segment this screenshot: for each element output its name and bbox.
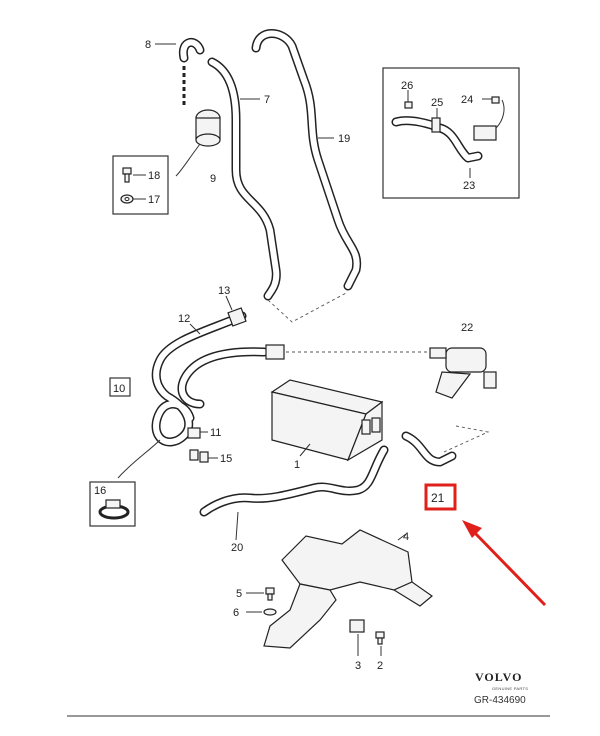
- label-17: 17: [148, 194, 160, 206]
- bolt-5-icon: [265, 587, 275, 601]
- label-8: 8: [145, 39, 151, 51]
- connector-11: [117, 427, 209, 479]
- washer-6-icon: [263, 608, 277, 616]
- bolt-2-icon: [375, 631, 385, 645]
- label-24: 24: [461, 94, 473, 106]
- leader-1: [299, 443, 311, 457]
- clip-25-icon: [431, 117, 441, 133]
- leader-4: [397, 533, 407, 541]
- label-18: 18: [148, 170, 160, 182]
- label-19: 19: [338, 133, 350, 145]
- hose-12: [151, 307, 285, 447]
- label-6: 6: [233, 607, 239, 619]
- bracket-4: [263, 529, 433, 649]
- label-10: 10: [113, 383, 125, 395]
- washer-icon: [120, 194, 134, 204]
- guide-line-21: [443, 425, 490, 453]
- label-25: 25: [431, 97, 443, 109]
- label-13: 13: [218, 285, 230, 297]
- label-1: 1: [294, 459, 300, 471]
- diagram-reference: GR-434690: [474, 695, 526, 706]
- brand-subtitle: GENUINE PARTS: [492, 686, 528, 691]
- brand-logo: VOLVO: [475, 670, 522, 684]
- screw-icon: [122, 167, 132, 183]
- canister-1: [270, 379, 384, 462]
- hose-21: [401, 431, 457, 467]
- leader-13: [225, 295, 233, 311]
- hose-20: [199, 445, 389, 517]
- label-26: 26: [401, 80, 413, 92]
- label-9: 9: [210, 173, 216, 185]
- label-5: 5: [236, 588, 242, 600]
- bolt-24-icon: [491, 96, 500, 104]
- leader-20: [235, 511, 239, 541]
- label-4: 4: [403, 531, 409, 543]
- label-23: 23: [463, 180, 475, 192]
- guide-line: [267, 291, 349, 323]
- red-arrow-icon: [462, 520, 547, 607]
- nut-3-icon: [349, 619, 365, 633]
- label-16: 16: [94, 485, 106, 497]
- label-20: 20: [231, 542, 243, 554]
- clamp-icon: [98, 499, 130, 520]
- bolt-26-icon: [404, 101, 413, 109]
- box-10: [109, 377, 131, 397]
- label-21: 21: [431, 491, 445, 505]
- label-22: 22: [461, 322, 473, 334]
- label-11: 11: [210, 427, 221, 439]
- label-15: 15: [220, 453, 232, 465]
- label-7: 7: [264, 94, 270, 106]
- leader-12: [189, 323, 201, 335]
- valve-9: [175, 109, 221, 177]
- hose-7: [178, 38, 281, 301]
- label-3: 3: [355, 660, 361, 672]
- fastener-box-17-18: [112, 155, 169, 215]
- highlight-box-21: [424, 483, 457, 511]
- label-2: 2: [377, 660, 383, 672]
- hose-19: [251, 29, 362, 291]
- sensor-22: [429, 347, 497, 399]
- label-12: 12: [178, 313, 190, 325]
